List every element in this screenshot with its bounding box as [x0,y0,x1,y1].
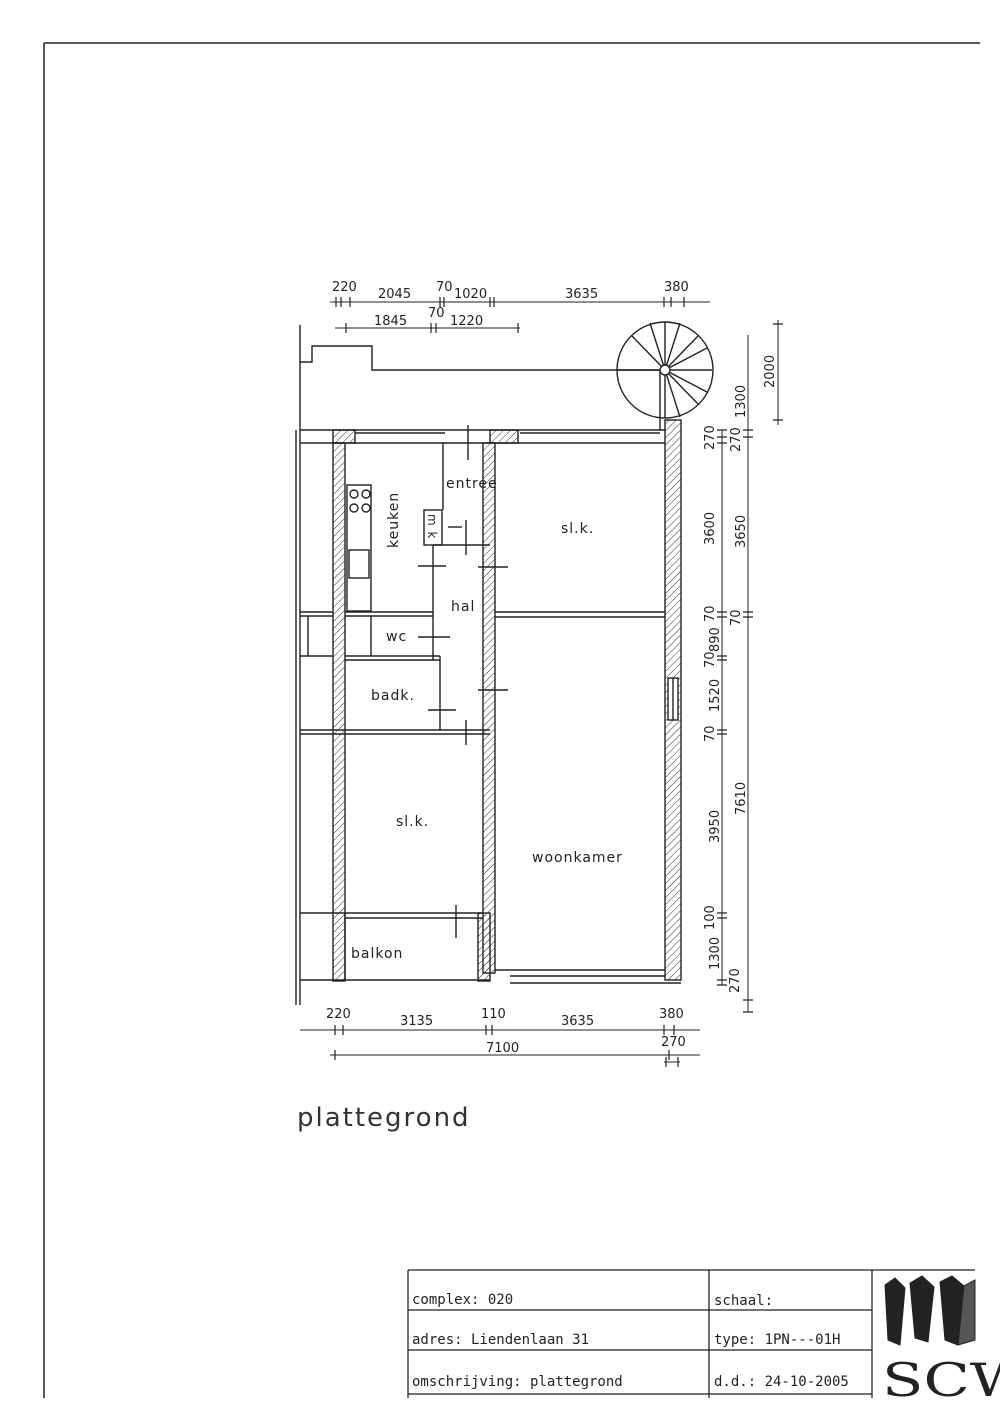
dim-label: 890 [708,627,723,652]
dim-label: 70 [703,651,718,668]
title-block [407,1269,975,1398]
field-omschrijving: omschrijving: plattegrond [412,1374,623,1390]
floor-plan [295,321,714,1005]
dim-label: 220 [332,280,357,295]
dimension-lines [300,301,779,1063]
dim-label: 1845 [374,314,407,329]
room-label-wc: wc [386,629,407,645]
room-label-badkamer: badk. [371,688,415,704]
dim-label: 7100 [486,1041,519,1056]
room-label-woonkamer: woonkamer [532,850,623,866]
dim-label: 70 [703,605,718,622]
room-label-hal: hal [451,599,475,615]
right-dimensions: 270 3600 70 890 70 1520 70 3950 100 1300… [703,355,778,993]
room-label-meterkast: m k [425,514,439,539]
field-complex: complex: 020 [412,1292,513,1308]
sheet-border [43,42,980,1398]
dim-label: 380 [659,1007,684,1022]
dim-label: 3635 [565,287,598,302]
dim-label: 110 [481,1007,506,1022]
scw-logo: SCW [882,1275,1000,1407]
dim-label: 380 [664,280,689,295]
dim-label: 3600 [703,512,718,545]
room-label-slaapkamer-1: sl.k. [561,521,594,537]
dim-label: 2045 [378,287,411,302]
dim-label: 3950 [708,810,723,843]
top-dimensions: 220 2045 70 1020 3635 380 1845 70 1220 [332,280,689,329]
logo-wordmark: SCW [882,1353,1000,1407]
drawing-title: plattegrond [297,1103,471,1133]
room-labels: keuken entree sl.k. m k hal wc badk. sl.… [351,476,623,962]
room-label-slaapkamer-2: sl.k. [396,814,429,830]
dim-label: 1220 [450,314,483,329]
dim-label: 1300 [734,385,749,418]
dim-label: 70 [428,306,445,321]
dim-label: 70 [436,280,453,295]
dim-label: 3635 [561,1014,594,1029]
dim-label: 270 [703,425,718,450]
dim-label: 270 [661,1035,686,1050]
dim-label: 3135 [400,1014,433,1029]
dim-label: 1300 [708,937,723,970]
title-block-fields: complex: 020 adres: Liendenlaan 31 omsch… [412,1292,849,1390]
dim-label: 270 [728,968,743,993]
field-date: d.d.: 24-10-2005 [714,1374,849,1390]
room-label-entree: entree [446,476,498,492]
dim-label: 70 [703,725,718,742]
dim-label: 70 [729,609,744,626]
field-schaal: schaal: [714,1293,773,1309]
dim-label: 220 [326,1007,351,1022]
dimension-ticks [334,297,783,1067]
field-type: type: 1PN---01H [714,1332,840,1348]
logo-house-icon [884,1275,976,1346]
room-label-keuken: keuken [386,492,402,548]
dim-label: 7610 [734,782,749,815]
dim-label: 1020 [454,287,487,302]
dim-label: 270 [729,427,744,452]
dim-label: 2000 [763,355,778,388]
dim-label: 1520 [708,679,723,712]
dim-label: 3650 [734,515,749,548]
bottom-dimensions: 220 3135 110 3635 380 7100 270 [326,1007,686,1056]
room-label-balkon: balkon [351,946,403,962]
field-adres: adres: Liendenlaan 31 [412,1332,589,1348]
dim-label: 100 [703,905,718,930]
